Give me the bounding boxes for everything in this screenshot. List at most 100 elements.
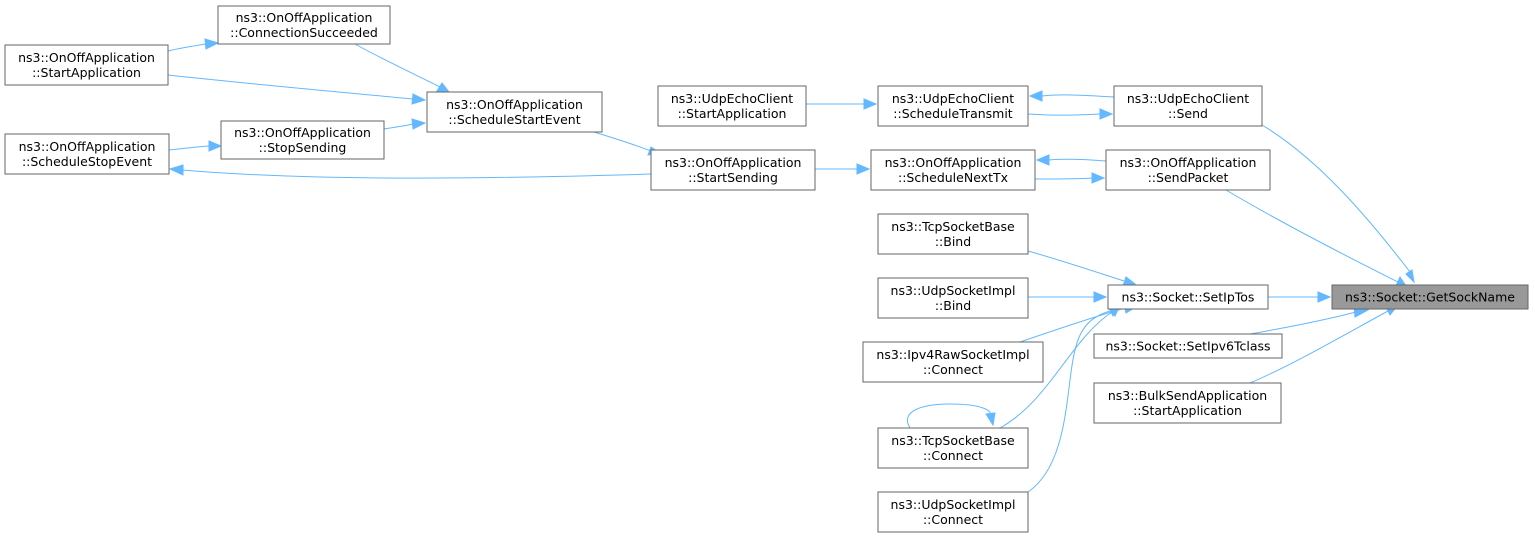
node-box: [1105, 149, 1271, 191]
node-onoff-connsucc[interactable]: ns3::OnOffApplication::ConnectionSucceed…: [217, 5, 391, 45]
edge-udp_startapp-to-udp_schedtx: [806, 98, 878, 110]
edge-line: [907, 403, 992, 429]
arrowhead-icon: [1091, 172, 1106, 184]
node-label-line: ::StartApplication: [1133, 403, 1242, 418]
node-udp-startapp[interactable]: ns3::UdpEchoClient::StartApplication: [657, 85, 807, 127]
node-label-line: ns3::OnOffApplication: [446, 97, 583, 112]
edge-onoff_startsending-to-onoff_schedstop: [168, 164, 652, 179]
arrowhead-icon: [411, 118, 427, 130]
node-box: [1113, 85, 1263, 127]
node-label-line: ns3::OnOffApplication: [18, 50, 155, 65]
arrowhead-icon: [863, 98, 878, 110]
edge-onoff_sendpacket-to-onoff_nexttx: [1034, 172, 1106, 184]
node-udp-schedtx[interactable]: ns3::UdpEchoClient::ScheduleTransmit: [877, 85, 1029, 127]
node-label-line: ::StartApplication: [678, 106, 787, 121]
edge-line: [354, 43, 441, 88]
node-label-line: ns3::OnOffApplication: [885, 155, 1022, 170]
edge-line: [1027, 250, 1125, 282]
node-tcp-connect[interactable]: ns3::TcpSocketBase::Connect: [877, 427, 1029, 469]
edge-udp_send-to-udp_schedtx: [1027, 108, 1114, 120]
edge-line: [1027, 113, 1101, 116]
edge-onoff_schedstart-to-onoff_startsending: [593, 131, 662, 156]
node-udpimpl-connect[interactable]: ns3::UdpSocketImpl::Connect: [877, 491, 1029, 533]
node-box: [877, 277, 1029, 319]
node-box: [1093, 382, 1282, 424]
arrowhead-icon: [1405, 269, 1415, 284]
node-label-line: ::Send: [1168, 106, 1208, 121]
node-udpimpl-bind[interactable]: ns3::UdpSocketImpl::Bind: [877, 277, 1029, 319]
node-label-line: ns3::UdpSocketImpl: [891, 497, 1016, 512]
edge-tcp_bind-to-setiptos: [1027, 250, 1137, 287]
edge-line: [593, 131, 652, 152]
edge-onoff_nexttx-to-onoff_sendpacket: [1035, 154, 1107, 166]
edge-udp_send-to-root: [1261, 124, 1415, 284]
node-box: [862, 341, 1044, 383]
arrowhead-icon: [1317, 291, 1332, 303]
edge-line: [1048, 158, 1107, 162]
edge-line: [167, 43, 207, 52]
node-onoff-startsending[interactable]: ns3::OnOffApplication::StartSending: [650, 149, 816, 191]
edge-udpimpl_bind-to-setiptos: [1028, 291, 1108, 303]
edge-line: [1041, 94, 1115, 98]
node-label-line: ns3::Socket::SetIpTos: [1122, 290, 1255, 305]
node-setipv6[interactable]: ns3::Socket::SetIpv6Tclass: [1093, 333, 1283, 359]
node-onoff-schedstart[interactable]: ns3::OnOffApplication::ScheduleStartEven…: [426, 91, 603, 133]
node-ipv4raw-connect[interactable]: ns3::Ipv4RawSocketImpl::Connect: [862, 341, 1044, 383]
node-label-line: ::ScheduleStopEvent: [22, 154, 152, 169]
node-label-line: ns3::OnOffApplication: [19, 139, 156, 154]
node-label-line: ns3::OnOffApplication: [665, 155, 802, 170]
node-onoff-stopsending[interactable]: ns3::OnOffApplication::StopSending: [220, 120, 385, 160]
node-label-line: ::StartApplication: [32, 65, 141, 80]
arrowhead-icon: [436, 82, 451, 93]
edge-line: [999, 311, 1113, 429]
node-udp-send[interactable]: ns3::UdpEchoClient::Send: [1113, 85, 1263, 127]
edge-onoff_startapp-to-onoff_schedstart: [167, 74, 427, 105]
edge-udp_schedtx-to-udp_send: [1028, 90, 1115, 102]
node-onoff-sendpacket[interactable]: ns3::OnOffApplication::SendPacket: [1105, 149, 1271, 191]
node-label-line: ::ScheduleNextTx: [898, 170, 1008, 185]
node-label-line: ::SendPacket: [1148, 170, 1229, 185]
node-box: [220, 120, 385, 160]
node-setiptos[interactable]: ns3::Socket::SetIpTos: [1107, 284, 1269, 310]
arrowhead-icon: [208, 140, 223, 152]
node-tcp-bind[interactable]: ns3::TcpSocketBase::Bind: [877, 213, 1029, 255]
node-label-line: ::ConnectionSucceeded: [230, 25, 378, 40]
node-label-line: ns3::UdpEchoClient: [671, 91, 793, 106]
node-label-line: ::Bind: [935, 234, 971, 249]
node-box: [4, 44, 169, 86]
node-onoff-startapp[interactable]: ns3::OnOffApplication::StartApplication: [4, 44, 169, 86]
edge-line: [1027, 310, 1111, 493]
arrowhead-icon: [1035, 154, 1050, 166]
node-label-line: ::ScheduleTransmit: [893, 106, 1013, 121]
edge-line: [383, 123, 414, 130]
node-label-line: ::Bind: [935, 298, 971, 313]
node-root[interactable]: ns3::Socket::GetSockName: [1331, 284, 1529, 310]
node-label-line: ns3::TcpSocketBase: [891, 219, 1015, 234]
node-label-line: ::Connect: [923, 512, 983, 527]
edge-line: [1261, 124, 1411, 273]
node-onoff-schedstop[interactable]: ns3::OnOffApplication::ScheduleStopEvent: [4, 133, 170, 175]
edge-onoff_connsucc-to-onoff_schedstart: [354, 43, 451, 93]
node-label-line: ns3::OnOffApplication: [234, 125, 371, 140]
arrowhead-icon: [1093, 291, 1108, 303]
node-label-line: ::ScheduleStartEvent: [448, 112, 580, 127]
node-label-line: ::Connect: [923, 362, 983, 377]
node-label-line: ::StartSending: [688, 170, 778, 185]
node-onoff-nexttx[interactable]: ns3::OnOffApplication::ScheduleNextTx: [870, 149, 1036, 191]
edge-line: [168, 145, 210, 151]
arrowhead-icon: [168, 164, 184, 176]
edge-line: [1034, 177, 1093, 180]
edge-line: [1249, 310, 1389, 384]
node-label-line: ns3::TcpSocketBase: [891, 433, 1015, 448]
arrowhead-icon: [1028, 90, 1043, 102]
edge-onoff_startapp-to-onoff_connsucc: [167, 38, 220, 52]
node-box: [217, 5, 391, 45]
arrowhead-icon: [204, 38, 220, 50]
node-bulk-start[interactable]: ns3::BulkSendApplication::StartApplicati…: [1093, 382, 1282, 424]
node-label-line: ns3::UdpEchoClient: [1127, 91, 1249, 106]
node-box: [4, 133, 170, 175]
edge-line: [167, 74, 414, 100]
node-box: [877, 427, 1029, 469]
node-box: [426, 91, 603, 133]
